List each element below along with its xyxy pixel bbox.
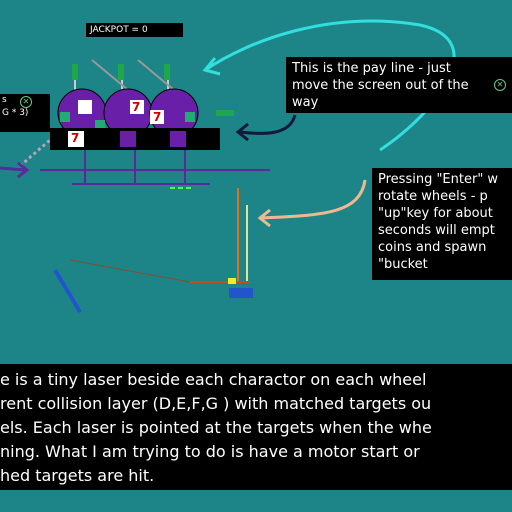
bottom-note-line-4: ning. What I am trying to do is have a m… [0,442,420,461]
payline-note: This is the pay line - just move the scr… [286,57,512,113]
bottom-note-line-2: rent collision layer (D,E,F,G ) with mat… [0,394,432,413]
bottom-note: e is a tiny laser beside each charactor … [0,364,512,490]
bottom-note-line-5: hed targets are hit. [0,466,155,485]
reel-symbol-3: 7 [153,110,162,124]
left-note-line-1: s [2,95,7,105]
reel-symbol-1: 7 [71,131,80,145]
enter-note-line-2: rotate wheels - p [378,189,488,204]
purple-arrow-icon [0,166,26,172]
pay-symbol-1 [68,131,84,147]
payline-note-line-3: way [292,95,319,110]
enter-note-line-6: "bucket [378,257,428,272]
payline-note-line-1: This is the pay line - just [292,61,451,76]
coin-bucket [229,288,253,298]
dark-arrow-icon [239,114,297,135]
machine-frame [40,150,270,283]
close-icon[interactable]: ✕ [494,79,506,91]
payline-note-line-2: move the screen out of the [292,78,469,93]
close-icon[interactable]: ✕ [20,96,32,108]
enter-note-line-5: coins and spawn [378,240,487,255]
jackpot-label: JACKPOT = 0 [86,23,183,37]
left-note: s G * 3) ✕ [0,94,50,132]
left-note-line-2: G * 3) [2,108,29,118]
reel-symbol-2: 7 [132,100,141,114]
slot-wheels [57,88,199,138]
enter-note-line-1: Pressing "Enter" w [378,172,499,187]
bottom-note-line-1: e is a tiny laser beside each charactor … [0,370,427,389]
enter-note-line-4: seconds will empt [378,223,495,238]
enter-note-line-3: "up"key for about [378,206,493,221]
tan-arrow-icon [261,179,367,220]
enter-note: Pressing "Enter" w rotate wheels - p "up… [372,168,512,280]
bottom-note-line-3: els. Each laser is pointed at the target… [0,418,432,437]
